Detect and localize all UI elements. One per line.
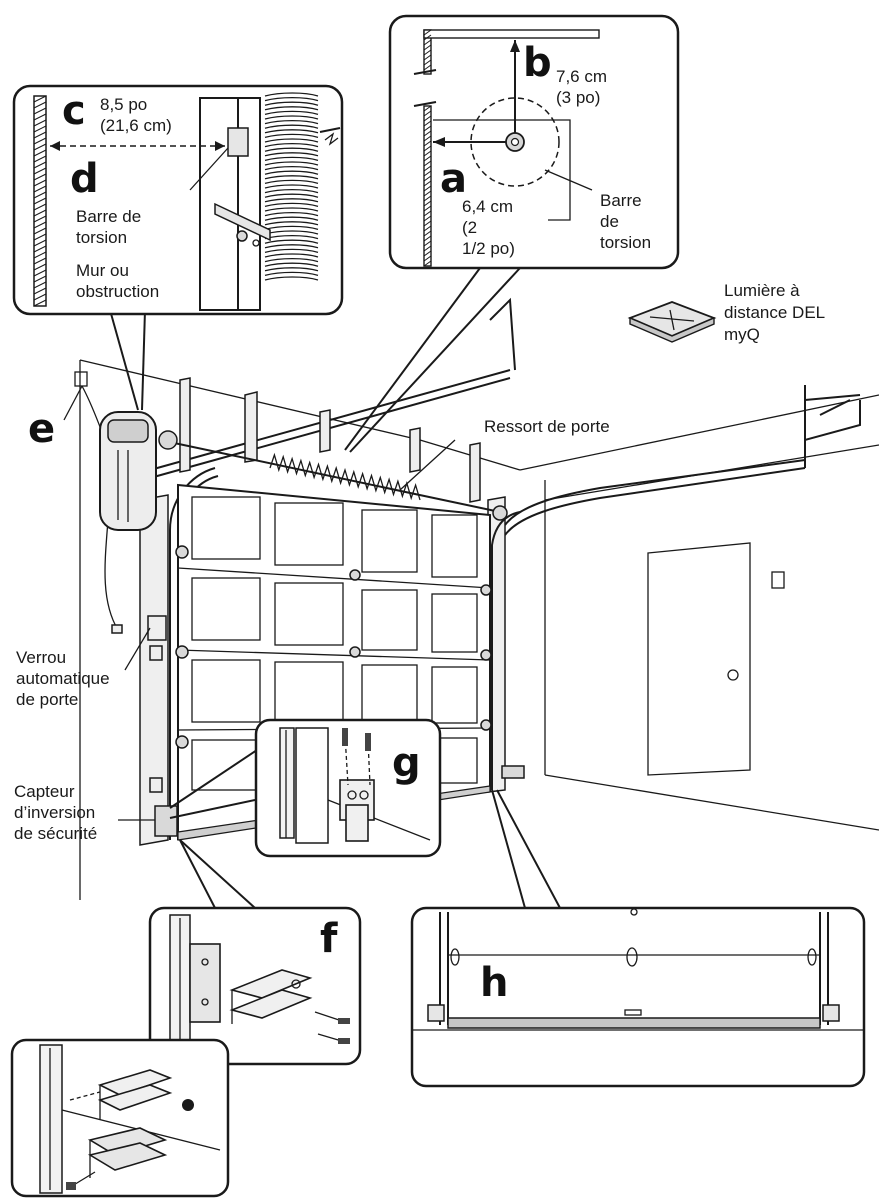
- light-label-line2: distance DEL: [724, 303, 825, 322]
- lock-label-line1: Verrou: [16, 648, 66, 667]
- lock-label-line3: de porte: [16, 690, 78, 709]
- wall-mount-opener: [74, 371, 157, 634]
- callout-leaders: [63, 267, 561, 909]
- measure-a-line2: (2: [462, 218, 477, 237]
- lock-label-line2: automatique: [16, 669, 110, 688]
- inset-torsion-clearance: [12, 84, 344, 316]
- torsion-bar-label-d-line2: torsion: [76, 228, 127, 247]
- wall-label-line2: obstruction: [76, 282, 159, 301]
- callout-letter-a: a: [440, 156, 467, 202]
- callout-letter-g: g: [392, 740, 421, 786]
- door-knob: [727, 669, 739, 681]
- inset-bracket-assembly: [10, 1038, 230, 1198]
- torsion-bar-label-b-line2: de: [600, 212, 619, 231]
- measure-c-line2: (21,6 cm): [100, 116, 172, 135]
- callout-letter-b: b: [523, 40, 552, 86]
- inset-h-door-bottom: [410, 906, 866, 1088]
- inset-f-sensor-bracket: [148, 906, 362, 1066]
- wall-label-line1: Mur ou: [76, 261, 129, 280]
- measure-c-line1: 8,5 po: [100, 95, 147, 114]
- light-label-line1: Lumière à: [724, 281, 800, 300]
- right-sensor: [501, 765, 525, 779]
- callout-letter-f: f: [320, 916, 338, 962]
- torsion-spring: [158, 430, 508, 521]
- interior-door: [647, 542, 785, 776]
- torsion-bar-label-d-line1: Barre de: [76, 207, 141, 226]
- sensor-label-line1: Capteur: [14, 782, 75, 801]
- wall-switch: [771, 571, 785, 589]
- power-outlet: [74, 371, 88, 387]
- inset-g-bracket: [254, 718, 442, 858]
- torsion-bar-label-b-line1: Barre: [600, 191, 642, 210]
- light-label-line3: myQ: [724, 325, 760, 344]
- labels: c 8,5 po (21,6 cm) d Barre de torsion Mu…: [14, 40, 825, 1006]
- door-spring-label: Ressort de porte: [484, 417, 610, 436]
- callout-letter-d: d: [70, 156, 99, 202]
- measure-b-line1: 7,6 cm: [556, 67, 607, 86]
- sensor-label-line2: d’inversion: [14, 803, 95, 822]
- callout-letter-h: h: [480, 960, 508, 1006]
- measure-a-line1: 6,4 cm: [462, 197, 513, 216]
- callout-letter-e: e: [28, 406, 55, 452]
- sensor-label-line3: de sécurité: [14, 824, 97, 843]
- lock-and-sensor: [147, 615, 178, 837]
- callout-letter-c: c: [62, 88, 86, 134]
- inset-torsion-bar-position: [388, 14, 680, 270]
- measure-a-line3: 1/2 po): [462, 239, 515, 258]
- measure-b-line2: (3 po): [556, 88, 600, 107]
- torsion-bar-label-b-line3: torsion: [600, 233, 651, 252]
- myq-led-light: [627, 301, 717, 343]
